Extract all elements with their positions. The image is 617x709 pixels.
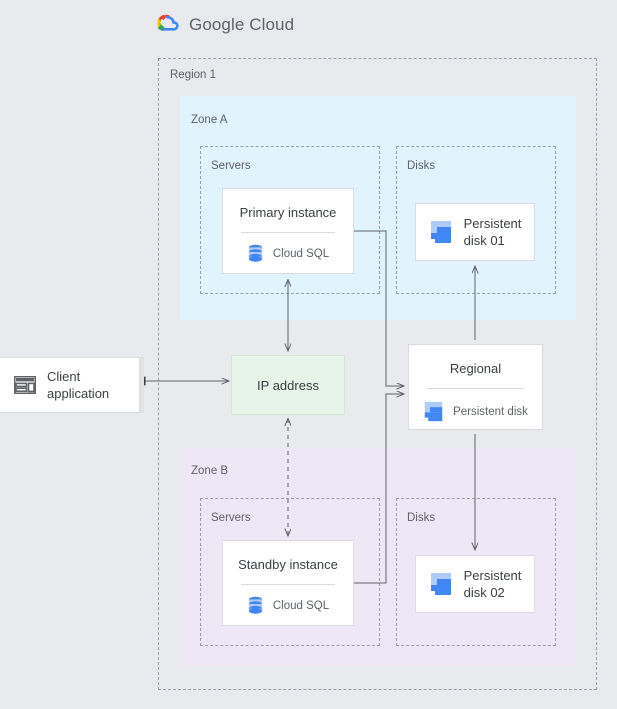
card-divider	[427, 388, 524, 389]
region-label: Region 1	[170, 69, 217, 81]
persistent-disk-01-card[interactable]: Persistent disk 01	[415, 203, 535, 261]
disks-label-zone-a: Disks	[407, 160, 436, 172]
google-cloud-logo: Google Cloud	[155, 14, 294, 36]
servers-label-zone-b: Servers	[211, 512, 251, 524]
canvas-left-strip	[0, 0, 140, 709]
client-application-card[interactable]: Client application	[0, 357, 140, 413]
persistent-disk-01-label: Persistent disk 01	[464, 215, 522, 249]
logo-word-google: Google	[189, 15, 245, 34]
standby-instance-subtitle: Cloud SQL	[272, 599, 330, 612]
card-divider	[241, 584, 335, 585]
persistent-disk-icon	[424, 401, 443, 422]
persistent-disk-02-line2: disk 02	[463, 585, 505, 600]
zone-a-label: Zone A	[191, 114, 228, 126]
regional-disk-subtitle: Persistent disk	[453, 405, 528, 418]
persistent-disk-02-line1: Persistent	[463, 567, 522, 583]
client-application-line2: application	[47, 386, 110, 401]
primary-instance-title: Primary instance	[239, 205, 337, 220]
logo-word-cloud: Cloud	[249, 15, 295, 34]
standby-instance-card[interactable]: Standby instance Cloud SQL	[222, 540, 354, 626]
disks-label-zone-b: Disks	[407, 512, 436, 524]
zone-b-label: Zone B	[191, 465, 229, 477]
persistent-disk-02-label: Persistent disk 02	[464, 567, 522, 601]
google-cloud-logo-icon	[157, 14, 179, 31]
persistent-disk-icon	[430, 573, 451, 595]
client-application-label: Client application	[47, 368, 109, 402]
standby-instance-title: Standby instance	[238, 557, 338, 572]
cloud-sql-icon	[248, 244, 262, 262]
regional-disk-title: Regional	[449, 361, 502, 376]
ip-address-card[interactable]: IP address	[231, 355, 345, 415]
regional-persistent-disk-card[interactable]: Regional Persistent disk	[408, 344, 543, 430]
servers-label-zone-a: Servers	[211, 160, 251, 172]
disks-group-zone-a	[396, 146, 556, 294]
ip-address-label: IP address	[257, 377, 319, 393]
persistent-disk-02-card[interactable]: Persistent disk 02	[415, 555, 535, 613]
primary-instance-subtitle: Cloud SQL	[272, 247, 330, 260]
cloud-sql-icon	[248, 596, 262, 614]
window-icon	[14, 376, 36, 394]
logo-wordmark: Google Cloud	[189, 15, 294, 35]
persistent-disk-icon	[430, 221, 451, 243]
persistent-disk-01-line2: disk 01	[463, 233, 505, 248]
primary-instance-card[interactable]: Primary instance Cloud SQL	[222, 188, 354, 274]
card-divider	[241, 232, 335, 233]
persistent-disk-01-line1: Persistent	[463, 215, 522, 231]
client-application-line1: Client	[47, 368, 81, 384]
